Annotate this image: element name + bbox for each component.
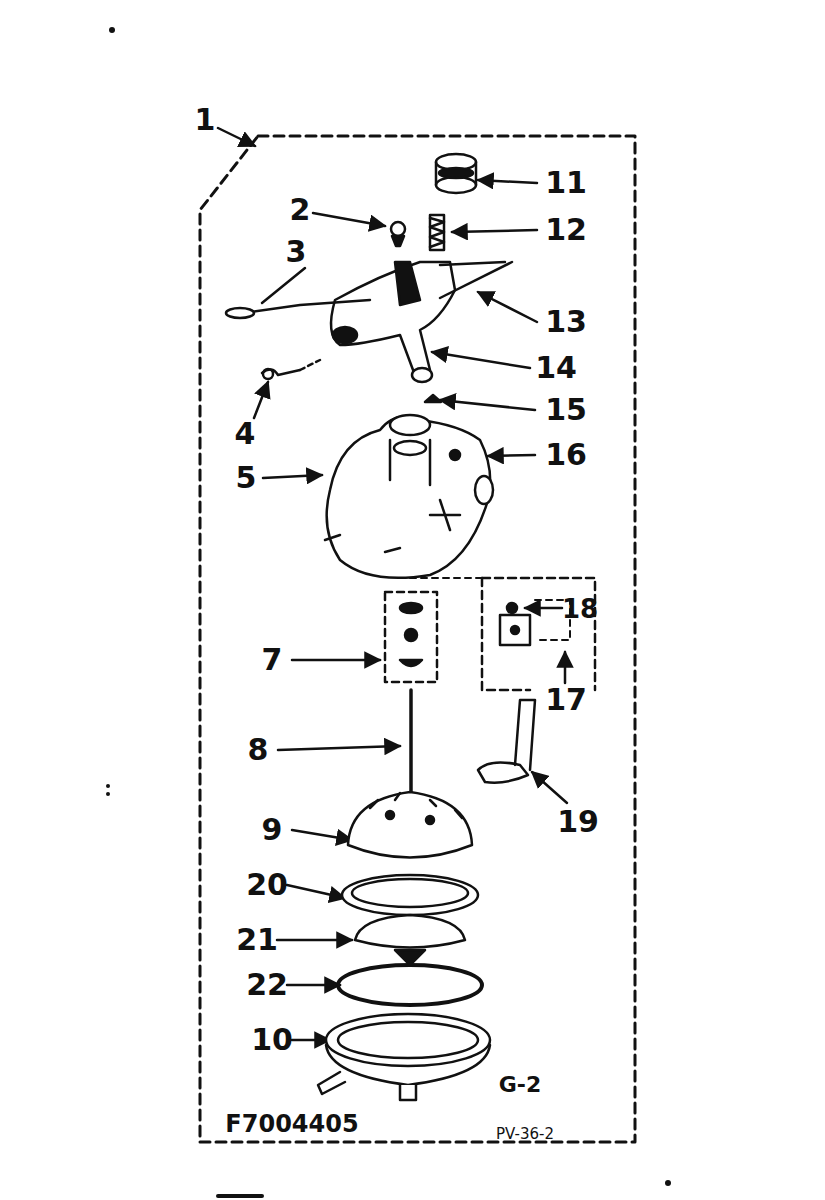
callout-number: 19 [557, 807, 599, 837]
callout-number: 5 [236, 463, 257, 493]
callout-number: 8 [248, 735, 269, 765]
callout-number: 14 [535, 353, 577, 383]
callout-number: 4 [235, 419, 256, 449]
callout-number: 13 [545, 307, 587, 337]
callout-number: 15 [545, 395, 587, 425]
drawing-code: F7004405 [225, 1112, 358, 1136]
callout-number: 2 [290, 195, 311, 225]
callout-number: 10 [251, 1025, 293, 1055]
drawing-code: G-2 [499, 1074, 542, 1096]
callout-number: 11 [545, 168, 587, 198]
callout-number: 22 [246, 970, 288, 1000]
callout-number: 1 [195, 105, 216, 135]
callout-number: 3 [286, 237, 307, 267]
callout-number: 18 [562, 596, 598, 622]
callout-number: 7 [262, 645, 283, 675]
callout-number: 9 [262, 815, 283, 845]
callout-number: 20 [246, 870, 288, 900]
callout-number: 17 [545, 685, 587, 715]
callout-number: 12 [545, 215, 587, 245]
drawing-code: PV-36-2 [496, 1127, 554, 1142]
callout-number: 16 [545, 440, 587, 470]
callout-number: 21 [236, 925, 278, 955]
